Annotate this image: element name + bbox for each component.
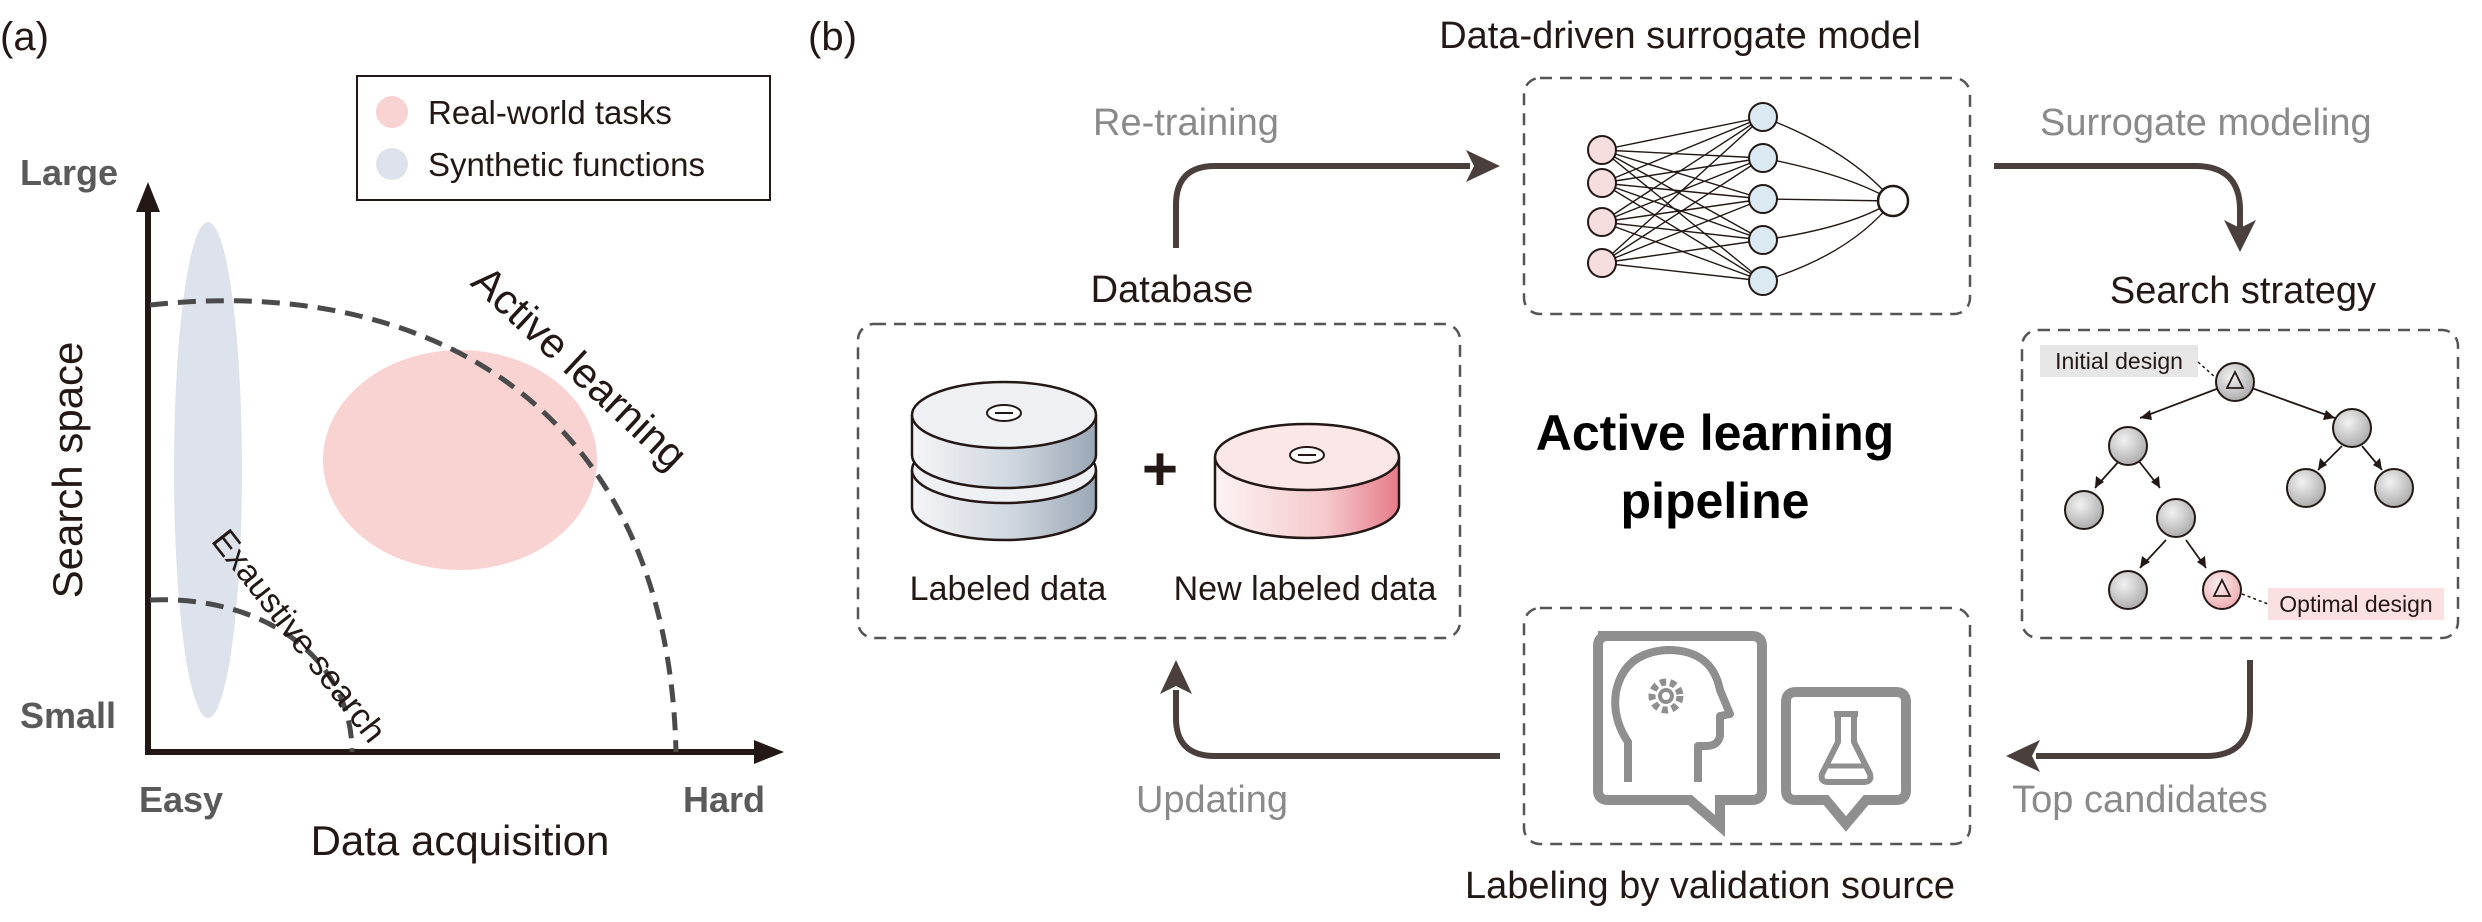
synthetic-functions-region — [174, 222, 242, 718]
updating-arrowhead — [1160, 660, 1192, 694]
database-box — [856, 322, 1462, 640]
panel-b: (b) Data-driven surrogate model — [808, 15, 2460, 907]
optimal-design-label: Optimal design — [2279, 591, 2432, 617]
nn-output-node — [1876, 184, 1910, 218]
panel-a-label: (a) — [0, 15, 49, 59]
nn-input-nodes — [1587, 135, 1617, 278]
legend-swatch-synthetic — [376, 148, 408, 180]
database-title: Database — [1091, 269, 1254, 311]
tree-node — [2108, 426, 2148, 466]
labeled-data-label: Labeled data — [910, 570, 1107, 608]
tree-arrowheads — [2095, 410, 2382, 568]
search-tree: Initial design Optimal design — [2040, 345, 2444, 620]
legend-label-real-world: Real-world tasks — [428, 94, 672, 131]
labeling-title: Labeling by validation source — [1465, 865, 1955, 907]
tree-optimal-node — [2202, 570, 2242, 610]
search-strategy-box — [2020, 328, 2460, 640]
optimal-design-tag — [2268, 588, 2444, 620]
tree-node — [2064, 490, 2104, 530]
legend-swatch-real-world — [376, 96, 408, 128]
active-learning-curve — [149, 298, 679, 753]
x-axis-right-label: Hard — [683, 779, 765, 820]
initial-design-leader — [2197, 361, 2217, 379]
nn-hidden-node — [1748, 266, 1778, 296]
tree-node — [2332, 408, 2372, 448]
gear-icon — [1648, 678, 1684, 714]
new-labeled-data-disk — [1213, 422, 1401, 540]
neural-network-icon — [1587, 102, 1910, 296]
tree-root-node — [2215, 362, 2255, 402]
nn-hidden-node — [1748, 184, 1778, 214]
tree-node — [2374, 468, 2414, 508]
search-strategy-title: Search strategy — [2110, 270, 2376, 312]
nn-input-node — [1587, 168, 1617, 198]
retraining-arrow — [1173, 163, 1470, 248]
initial-design-tag — [2040, 345, 2198, 377]
validation-source-icon — [1593, 631, 1911, 837]
nn-input-node — [1587, 248, 1617, 278]
retraining-arrowhead — [1466, 150, 1500, 182]
nn-input-node — [1587, 207, 1617, 237]
panel-b-label: (b) — [808, 15, 857, 59]
optimal-design-leader — [2241, 593, 2269, 605]
surrogate-modeling-label: Surrogate modeling — [2040, 102, 2372, 144]
flask-icon — [1818, 711, 1874, 785]
exhaustive-search-curve — [149, 597, 355, 753]
nn-hidden-node — [1748, 143, 1778, 173]
labeling-box — [1522, 606, 1972, 846]
surrogate-modeling-arrowhead — [2224, 220, 2256, 252]
top-candidates-label: Top candidates — [2012, 779, 2268, 821]
head-icon — [1611, 646, 1734, 782]
top-candidates-arrowhead — [2006, 740, 2040, 772]
legend-label-synthetic: Synthetic functions — [428, 146, 705, 183]
center-title-line2: pipeline — [1621, 473, 1810, 529]
surrogate-modeling-arrow — [1994, 163, 2243, 230]
nn-edges — [1601, 116, 1894, 282]
surrogate-model-title: Data-driven surrogate model — [1439, 15, 1921, 57]
panel-a: (a) Real-world tasks Synthetic functions… — [0, 15, 784, 864]
nn-hidden-node — [1748, 102, 1778, 132]
gear-center — [1658, 688, 1674, 704]
x-axis-arrowhead — [754, 740, 784, 764]
nn-input-node — [1587, 135, 1617, 165]
x-axis-title: Data acquisition — [311, 817, 610, 864]
nn-hidden-nodes — [1748, 102, 1778, 296]
initial-design-label: Initial design — [2055, 348, 2183, 374]
experiment-frame — [1781, 687, 1911, 832]
y-axis-bottom-label: Small — [20, 695, 116, 736]
retraining-label: Re-training — [1093, 102, 1279, 144]
center-title-line1: Active learning — [1536, 405, 1894, 461]
top-candidates-arrow — [2036, 660, 2253, 759]
updating-arrow — [1173, 690, 1500, 759]
tree-edges — [2094, 381, 2383, 569]
tree-node — [2156, 498, 2196, 538]
y-axis-top-label: Large — [20, 152, 118, 193]
plus-sign: + — [1142, 435, 1178, 504]
x-axis-left-label: Easy — [139, 779, 223, 820]
nn-hidden-node — [1748, 225, 1778, 255]
surrogate-model-box — [1522, 76, 1972, 316]
y-axis-arrowhead — [136, 182, 160, 212]
real-world-tasks-region — [323, 350, 597, 570]
triangle-icon — [2225, 369, 2245, 389]
y-axis-title: Search space — [44, 342, 91, 599]
updating-label: Updating — [1136, 779, 1288, 821]
new-labeled-data-label: New labeled data — [1174, 570, 1437, 608]
labeled-data-disks — [910, 380, 1098, 542]
legend: Real-world tasks Synthetic functions — [356, 75, 771, 201]
triangle-icon — [2212, 577, 2232, 597]
tree-node — [2286, 468, 2326, 508]
tree-node — [2108, 570, 2148, 610]
legend-box — [356, 75, 771, 201]
